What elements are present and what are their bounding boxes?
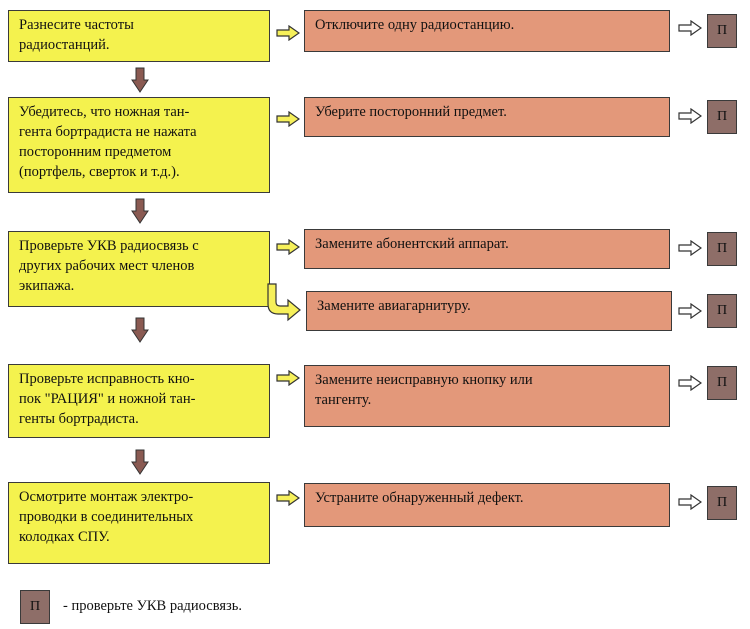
action-5-box: Устраните обнаруженный дефект. — [304, 483, 670, 527]
step-1-box: Разнесите частоты радиостанций. — [8, 10, 270, 62]
right-arrow-icon — [678, 20, 702, 36]
right-arrow-icon — [276, 25, 300, 41]
right-arrow-icon — [678, 240, 702, 256]
right-arrow-icon — [276, 490, 300, 506]
right-arrow-icon — [276, 370, 300, 386]
legend-text: - проверьте УКВ радиосвязь. — [63, 598, 243, 614]
right-arrow-icon — [678, 108, 702, 124]
result-5-box: П — [707, 486, 737, 520]
action-4-box: Замените неисправную кнопку или тангенту… — [304, 365, 670, 427]
step-5-box: Осмотрите монтаж электро- проводки в сое… — [8, 482, 270, 564]
action-3b-box: Замените авиагарнитуру. — [306, 291, 672, 331]
right-arrow-icon — [678, 494, 702, 510]
down-arrow-icon — [131, 317, 149, 343]
step-2-box: Убедитесь, что ножная тан- гента бортрад… — [8, 97, 270, 193]
action-2-box: Уберите посторонний предмет. — [304, 97, 670, 137]
result-2-box: П — [707, 100, 737, 134]
step-4-box: Проверьте исправность кно- пок "РАЦИЯ" и… — [8, 364, 270, 438]
legend-symbol-box: П — [20, 590, 50, 624]
bent-arrow-icon — [267, 283, 301, 322]
right-arrow-icon — [276, 111, 300, 127]
step-3-box: Проверьте УКВ радиосвязь с других рабочи… — [8, 231, 270, 307]
result-3b-box: П — [707, 294, 737, 328]
right-arrow-icon — [678, 303, 702, 319]
right-arrow-icon — [276, 239, 300, 255]
right-arrow-icon — [678, 375, 702, 391]
down-arrow-icon — [131, 67, 149, 93]
result-4-box: П — [707, 366, 737, 400]
action-3a-box: Замените абонентский аппарат. — [304, 229, 670, 269]
result-1-box: П — [707, 14, 737, 48]
down-arrow-icon — [131, 198, 149, 224]
action-1-box: Отключите одну радиостанцию. — [304, 10, 670, 52]
down-arrow-icon — [131, 449, 149, 475]
result-3a-box: П — [707, 232, 737, 266]
